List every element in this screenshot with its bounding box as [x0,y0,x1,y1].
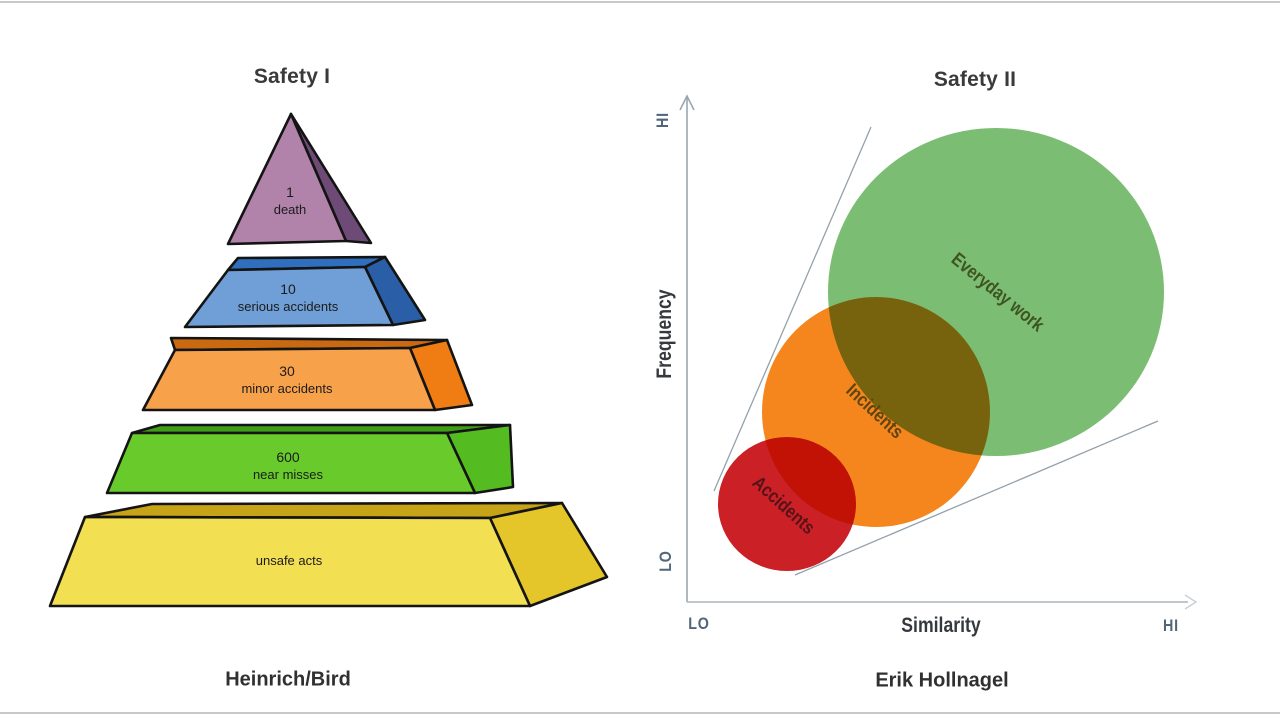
y-axis-label: Frequency [653,289,676,379]
serious-level-text: 10 serious accidents [188,280,388,316]
upper-tangent-line [713,126,872,492]
unsafe-top-face [83,501,564,520]
pyramid [48,112,609,608]
serious-label: serious accidents [237,299,339,314]
x-axis-hi-label: HI [1163,616,1179,635]
minor-front-face [141,346,437,412]
serious-front-face [183,265,395,329]
death-front-face [226,112,348,246]
y-axis-lo-label: LO [656,550,675,572]
near-count: 600 [276,449,300,465]
accidents-bubble [718,437,856,571]
bubbles [718,128,1164,571]
serious-count: 10 [280,281,296,297]
pyramid-level-unsafe-acts [48,501,609,608]
y-axis-hi-label: HI [653,112,672,128]
death-level-text: 1 death [190,183,390,219]
bottom-border-line [0,712,1280,714]
safety2-plot [679,94,1198,610]
top-border-line [0,1,1280,3]
unsafe-front-face [48,515,532,608]
minor-label: minor accidents [241,381,333,396]
safety2-title: Safety II [933,68,1017,91]
unsafe-level-text: unsafe acts [189,552,389,570]
near-front-face [105,431,477,495]
lower-tangent-line [794,420,1159,576]
x-axis-label: Similarity [901,614,981,637]
safety2-caption: Erik Hollnagel [875,669,1009,692]
death-count: 1 [286,184,294,200]
pyramid-level-serious-accidents [183,255,427,329]
minor-level-text: 30 minor accidents [187,362,387,398]
pyramid-level-minor-accidents [141,336,474,412]
x-axis-arrow-icon [1184,594,1198,610]
safety1-title: Safety I [253,65,331,88]
safety1-caption: Heinrich/Bird [225,668,351,691]
unsafe-label: unsafe acts [255,553,323,568]
near-level-text: 600 near misses [188,448,388,484]
x-axis-lo-label: LO [688,614,710,633]
near-label: near misses [252,467,324,482]
pyramid-level-near-misses [105,423,515,495]
pyramid-level-death [226,112,373,246]
death-label: death [273,202,307,217]
minor-count: 30 [279,363,295,379]
y-axis-arrow-icon [679,94,695,111]
